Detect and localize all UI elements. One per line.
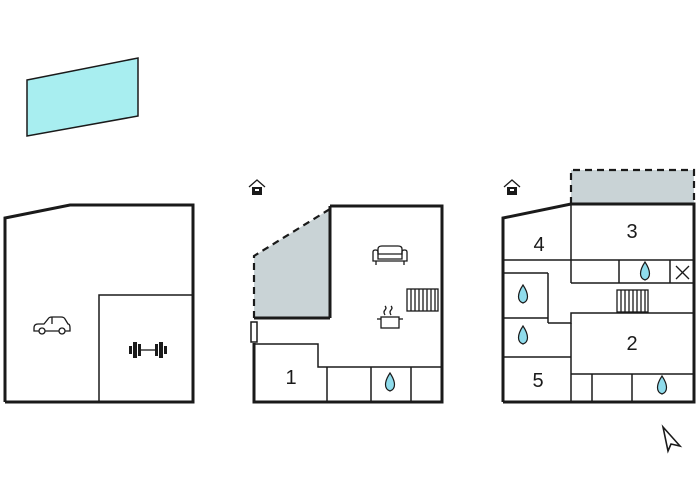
entrance-icon: [503, 179, 521, 195]
bathroom-drop-icon: [517, 283, 529, 304]
balcony-area: [571, 170, 694, 204]
room-label-1: 1: [285, 367, 296, 389]
bathroom-drop-icon: [517, 324, 529, 345]
car-icon: [33, 316, 71, 335]
door: [250, 321, 258, 343]
room-label-4: 4: [533, 234, 544, 256]
stairs-icon: [406, 288, 439, 312]
room-label-3: 3: [626, 221, 637, 243]
cooking-pot-icon: [377, 305, 403, 329]
room-label-2: 2: [626, 333, 637, 355]
ground-floor: 1: [248, 179, 444, 404]
bathroom-drop-icon: [656, 374, 668, 395]
bathroom-drop-icon: [639, 260, 651, 281]
toilet-x-icon: [675, 265, 690, 280]
pool-icon: [26, 57, 139, 137]
dumbbell-icon: [129, 342, 167, 358]
north-arrow-icon: [661, 424, 683, 454]
entrance-icon: [248, 179, 266, 195]
terrace-area: [254, 209, 330, 318]
garage-floor: [3, 203, 195, 404]
sofa-icon: [372, 245, 408, 265]
stairs-icon: [616, 289, 649, 313]
upper-floor: 4 3 2 5: [501, 168, 696, 404]
bathroom-drop-icon: [384, 371, 396, 392]
room-label-5: 5: [532, 370, 543, 392]
